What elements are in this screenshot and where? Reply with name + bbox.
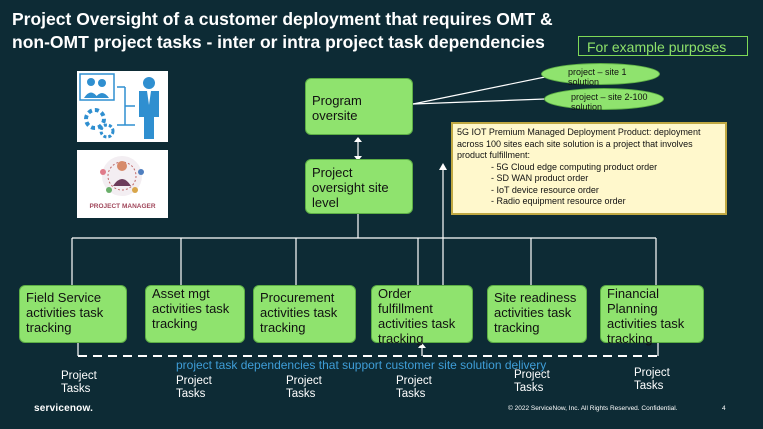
- financial-planning-box: Financial Planning activities task track…: [600, 285, 704, 346]
- project-manager-image: PROJECT MANAGER: [77, 150, 168, 218]
- order-fulfillment-box: Order fulfillment activities task tracki…: [371, 285, 473, 346]
- note-list: 5G Cloud edge computing product order SD…: [457, 162, 721, 208]
- project-oversight-box: Project oversight site level: [305, 159, 413, 214]
- project-tasks-label: Project Tasks: [514, 369, 550, 394]
- project-tasks-label: Project Tasks: [176, 375, 212, 400]
- note-item: IoT device resource order: [457, 185, 721, 197]
- line-to-site1: [412, 76, 546, 105]
- dep-arrowhead: [418, 343, 426, 348]
- site-1-oval: project – site 1 solution: [541, 63, 660, 87]
- project-manager-caption: PROJECT MANAGER: [89, 203, 155, 210]
- project-tasks-label: Project Tasks: [61, 370, 97, 395]
- page-number: 4: [722, 405, 726, 412]
- note-heading: 5G IOT Premium Managed Deployment Produc…: [457, 127, 701, 160]
- slide-title: Project Oversight of a customer deployme…: [12, 9, 553, 52]
- org-chart-icon: [79, 73, 159, 139]
- note-item: SD WAN product order: [457, 173, 721, 185]
- servicenow-logo: servicenow.: [34, 403, 94, 414]
- org-chart-image: [77, 71, 168, 142]
- product-note-box: 5G IOT Premium Managed Deployment Produc…: [451, 122, 727, 215]
- line-to-site2: [412, 98, 546, 105]
- arrowhead-down: [354, 156, 362, 161]
- copyright-text: © 2022 ServiceNow, Inc. All Rights Reser…: [508, 405, 678, 412]
- procurement-box: Procurement activities task tracking: [253, 285, 356, 343]
- site-readiness-box: Site readiness activities task tracking: [487, 285, 587, 343]
- arrowhead-up: [354, 137, 362, 142]
- project-tasks-label: Project Tasks: [396, 375, 432, 400]
- program-oversite-box: Program oversite: [305, 78, 413, 135]
- example-label: For example purposes: [578, 36, 748, 56]
- field-service-box: Field Service activities task tracking: [19, 285, 127, 343]
- arrowhead-note: [439, 163, 447, 170]
- asset-mgt-box: Asset mgt activities task tracking: [145, 285, 245, 343]
- site-2-100-oval: project – site 2-100 solution: [544, 88, 664, 112]
- project-tasks-label: Project Tasks: [286, 375, 322, 400]
- project-tasks-label: Project Tasks: [634, 367, 670, 392]
- dependency-label: project task dependencies that support c…: [176, 358, 547, 372]
- project-manager-icon: PROJECT MANAGER: [87, 156, 158, 211]
- note-item: 5G Cloud edge computing product order: [457, 162, 721, 174]
- note-item: Radio equipment resource order: [457, 196, 721, 208]
